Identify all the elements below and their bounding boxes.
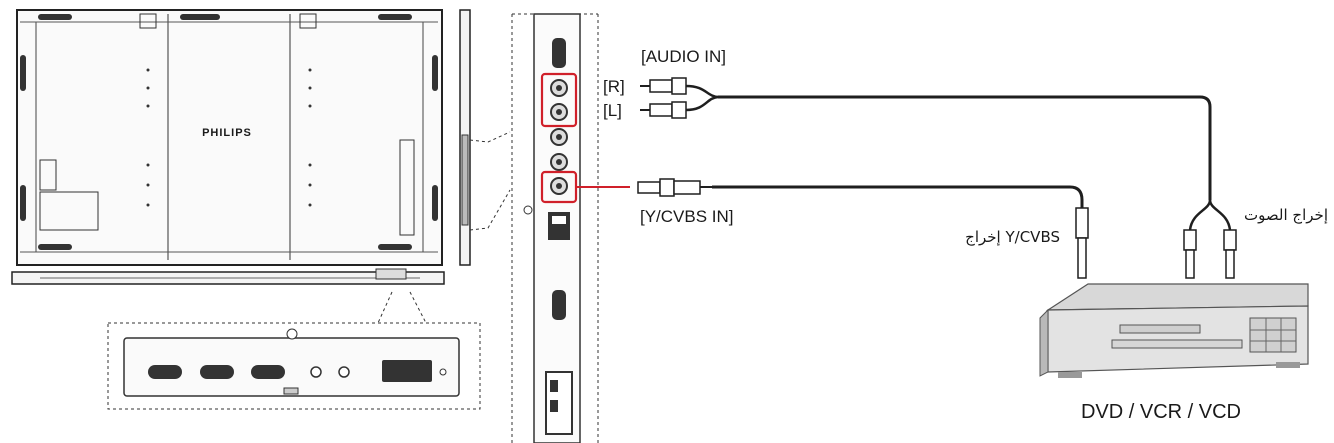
- rca-jacks: [550, 79, 568, 195]
- bottom-panel-zoom: [107, 291, 481, 410]
- connector-strip: [511, 13, 630, 443]
- audio-left-label: [L]: [603, 101, 622, 120]
- display-side-profile: [459, 9, 511, 266]
- video-cable: [637, 178, 1089, 279]
- audio-out-label: إخراج الصوت: [1244, 206, 1328, 225]
- ycvbs-out-label: إخراج Y/CVBS: [965, 228, 1060, 247]
- display-rear-view: PHILIPS: [11, 9, 445, 285]
- ycvbs-in-label: [Y/CVBS IN]: [640, 207, 734, 226]
- audio-right-label: [R]: [603, 77, 625, 96]
- dvd-vcr-vcd-device: [1039, 283, 1309, 378]
- device-label: DVD / VCR / VCD: [1081, 401, 1241, 423]
- audio-in-label: [AUDIO IN]: [641, 47, 726, 66]
- brand-logo: PHILIPS: [202, 127, 252, 139]
- audio-in-highlight: [540, 72, 578, 128]
- audio-cable: [640, 77, 1237, 279]
